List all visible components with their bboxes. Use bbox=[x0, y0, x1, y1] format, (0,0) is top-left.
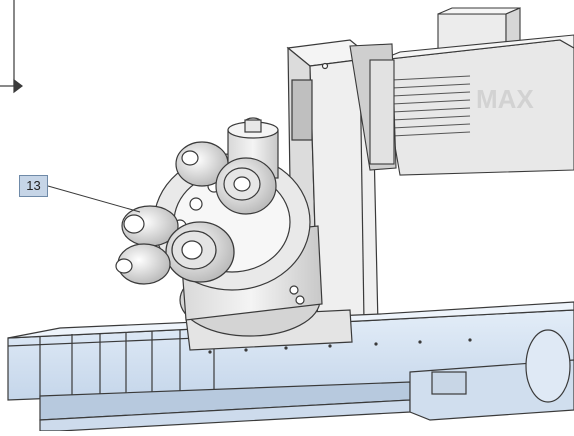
frame-arrow bbox=[0, 0, 23, 94]
machine-base bbox=[7, 301, 574, 432]
brand-mark: MAX bbox=[476, 84, 534, 114]
motor-housing: MAX bbox=[379, 7, 574, 176]
spindle-left bbox=[121, 205, 179, 247]
spindle-upper-left bbox=[175, 141, 229, 187]
column-clamp bbox=[349, 43, 397, 171]
spindle-right bbox=[215, 157, 277, 215]
spindle-lower-left bbox=[115, 243, 171, 285]
callout-leader-13 bbox=[47, 185, 141, 213]
spindle-top bbox=[227, 117, 279, 179]
spindle-front bbox=[165, 221, 235, 283]
callout-13: 13 bbox=[19, 175, 48, 197]
